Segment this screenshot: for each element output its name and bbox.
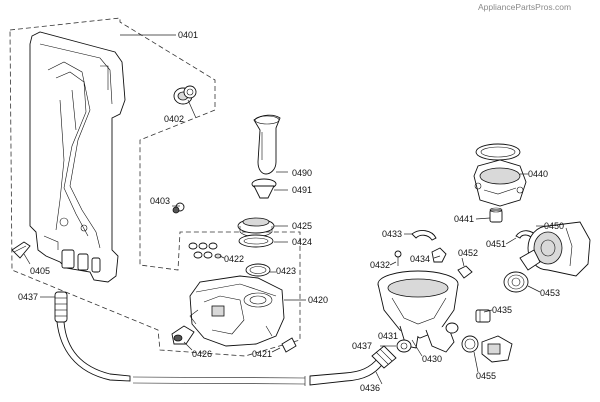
part-0437-connector-right[interactable] [371,345,397,369]
label-0441[interactable]: 0441 [454,214,474,224]
label-0405[interactable]: 0405 [30,266,50,276]
label-0401[interactable]: 0401 [178,30,198,40]
part-0490-funnel[interactable] [253,114,281,175]
part-0422-o-rings[interactable] [188,242,222,259]
part-0430-sump-housing[interactable] [377,270,459,353]
part-0441-impeller[interactable] [489,207,503,223]
label-0432[interactable]: 0432 [370,260,390,270]
label-0453[interactable]: 0453 [540,288,560,298]
label-0421[interactable]: 0421 [252,349,272,359]
part-0403-grommet[interactable] [172,202,185,214]
part-0452-clip[interactable] [457,265,473,279]
part-0425-cap[interactable] [237,217,275,237]
part-0420-sump[interactable] [189,275,285,347]
part-0423-ring[interactable] [245,263,271,277]
label-0450[interactable]: 0450 [544,221,564,231]
label-0403[interactable]: 0403 [150,196,170,206]
label-0430[interactable]: 0430 [422,354,442,364]
label-0424[interactable]: 0424 [292,237,312,247]
label-0425[interactable]: 0425 [292,221,312,231]
part-0450-pump-motor[interactable] [519,221,591,277]
label-0490[interactable]: 0490 [292,168,312,178]
part-0434-clip[interactable] [431,247,447,263]
part-0431-fitting[interactable] [396,339,412,353]
part-0432-screw[interactable] [394,250,402,266]
label-0426[interactable]: 0426 [192,349,212,359]
part-0402-seal[interactable] [173,85,197,105]
label-0420[interactable]: 0420 [308,295,328,305]
label-0440[interactable]: 0440 [528,169,548,179]
part-0437-connector-left[interactable] [54,291,68,323]
assembly-outline [9,17,301,357]
label-0422[interactable]: 0422 [224,254,244,264]
label-0455[interactable]: 0455 [476,371,496,381]
part-labels: 0401 0402 0403 0405 0437 0490 0491 0425 … [18,30,564,393]
watermark: AppliancePartsPros.com [478,2,571,12]
label-0491[interactable]: 0491 [292,185,312,195]
part-0491-shroud[interactable] [251,178,277,199]
part-0455-sensor[interactable] [461,335,513,363]
label-0436[interactable]: 0436 [360,383,380,393]
label-0437-right[interactable]: 0437 [352,341,372,351]
label-0433[interactable]: 0433 [382,229,402,239]
part-0453-coupling[interactable] [503,271,529,293]
part-0424-gasket[interactable] [238,234,274,248]
label-0437-left[interactable]: 0437 [18,292,38,302]
part-0421-clip[interactable] [281,337,297,353]
part-0405-clip[interactable] [11,241,31,259]
label-0434[interactable]: 0434 [410,254,430,264]
label-0435[interactable]: 0435 [492,305,512,315]
part-0440-pump-cover[interactable] [473,143,527,207]
part-0426-valve[interactable] [171,325,195,345]
part-0435-valve[interactable] [475,309,491,323]
label-0452[interactable]: 0452 [458,248,478,258]
leader-lines [23,34,544,385]
part-0433-clamp[interactable] [411,230,437,241]
label-0423[interactable]: 0423 [276,266,296,276]
part-0401-frame[interactable] [29,31,126,283]
label-0402[interactable]: 0402 [164,114,184,124]
label-0431[interactable]: 0431 [378,331,398,341]
label-0451[interactable]: 0451 [486,239,506,249]
